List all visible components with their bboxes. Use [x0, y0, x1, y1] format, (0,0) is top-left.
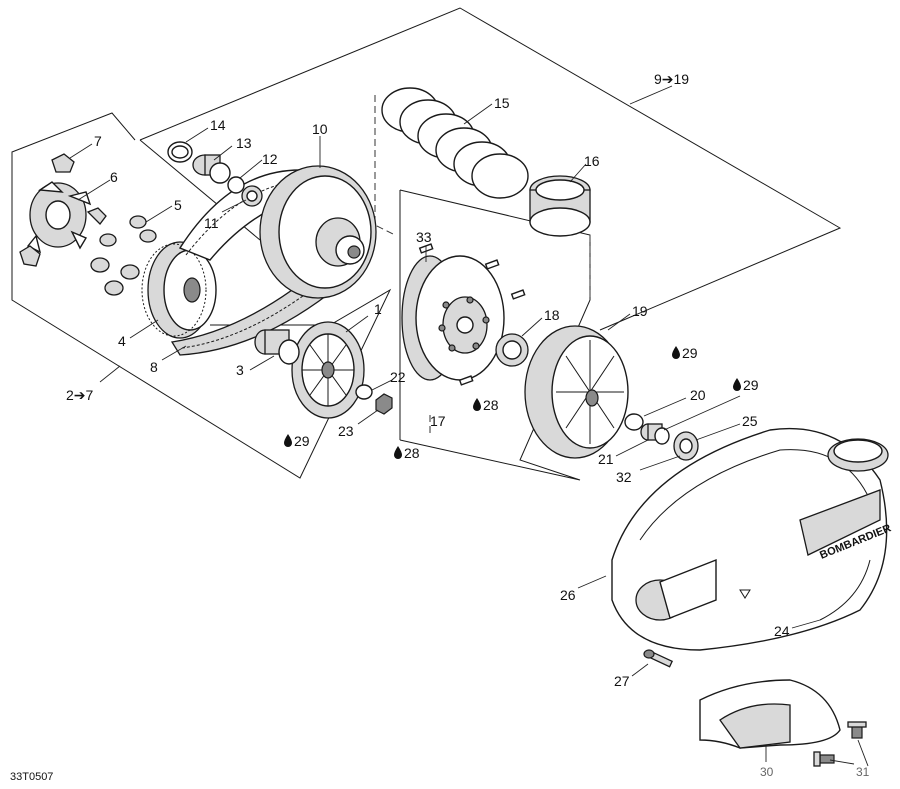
callout-24: 24 [774, 623, 790, 639]
callout-26: 26 [560, 587, 576, 603]
bearing-part-25 [673, 431, 699, 461]
callout-15: 15 [494, 95, 510, 111]
callout-17: 17 [430, 413, 446, 429]
callout-12: 12 [262, 151, 278, 167]
callout-14: 14 [210, 117, 226, 133]
callout-22: 22 [390, 369, 406, 385]
bushing-part-13 [192, 154, 231, 184]
figure-code: 33T0507 [10, 771, 53, 783]
callout-4: 4 [118, 333, 126, 349]
callout-13: 13 [236, 135, 252, 151]
callout-10: 10 [312, 121, 328, 137]
group-label-driven: 9➔19 [654, 71, 689, 87]
guard-part-30 [699, 679, 841, 749]
driven-group-outline [139, 7, 842, 331]
oil-drop-icon [733, 378, 741, 391]
leader-lines [69, 85, 869, 767]
callout-32: 32 [616, 469, 632, 485]
callout-3: 3 [236, 362, 244, 378]
callout-29c: 29 [743, 377, 759, 393]
oil-drop-icon [394, 446, 402, 459]
slider-part-7b [19, 245, 41, 267]
drive-pulley-part-4 [141, 241, 217, 339]
oil-drop-icon [473, 398, 481, 411]
washer-part-22 [355, 384, 373, 400]
group-label-drive: 2➔7 [66, 387, 94, 403]
drive-group-outline [11, 112, 392, 479]
callout-27: 27 [614, 673, 630, 689]
slider-part-7 [51, 153, 75, 173]
clutch-part-17 [401, 255, 505, 381]
callout-19: 19 [632, 303, 648, 319]
driven-pulley-part-10 [259, 165, 377, 299]
callout-8: 8 [150, 359, 158, 375]
ring-part-12 [227, 176, 245, 194]
sleeve-part-3 [254, 329, 300, 365]
callout-20: 20 [690, 387, 706, 403]
callout-33: 33 [416, 229, 432, 245]
fan-sheave-part-1 [291, 321, 365, 419]
callout-29b: 29 [682, 345, 698, 361]
fixed-sheave-part-19 [524, 325, 629, 459]
callout-28a: 28 [483, 397, 499, 413]
bolt-part-27 [643, 649, 674, 668]
spider-part-6 [26, 181, 92, 254]
callout-5: 5 [174, 197, 182, 213]
sleeve-part-16 [529, 175, 591, 237]
oil-drop-icon [284, 434, 292, 447]
bolt-part-31 [813, 721, 867, 767]
washer-part-20 [624, 413, 644, 431]
callout-7: 7 [94, 133, 102, 149]
callout-31: 31 [856, 765, 870, 779]
callout-6: 6 [110, 169, 118, 185]
callout-25: 25 [742, 413, 758, 429]
dashed-outline [374, 95, 396, 236]
nut-part-18 [495, 333, 529, 367]
callout-30: 30 [760, 765, 774, 779]
rollers-part-5 [90, 215, 157, 296]
callout-1: 1 [374, 301, 382, 317]
callout-29a: 29 [294, 433, 310, 449]
spring-part-15 [381, 87, 529, 199]
slider-part-7c [86, 207, 107, 225]
callout-21: 21 [598, 451, 614, 467]
bushing-part-14 [167, 141, 193, 163]
callout-18: 18 [544, 307, 560, 323]
nut-part-23 [375, 393, 393, 415]
callout-11: 11 [204, 215, 219, 231]
callout-23: 23 [338, 423, 354, 439]
bearing-part-11 [241, 185, 263, 207]
callout-28b: 28 [404, 445, 420, 461]
cover-part-24 [611, 427, 889, 651]
callout-16: 16 [584, 153, 600, 169]
oil-drop-icon [672, 346, 680, 359]
